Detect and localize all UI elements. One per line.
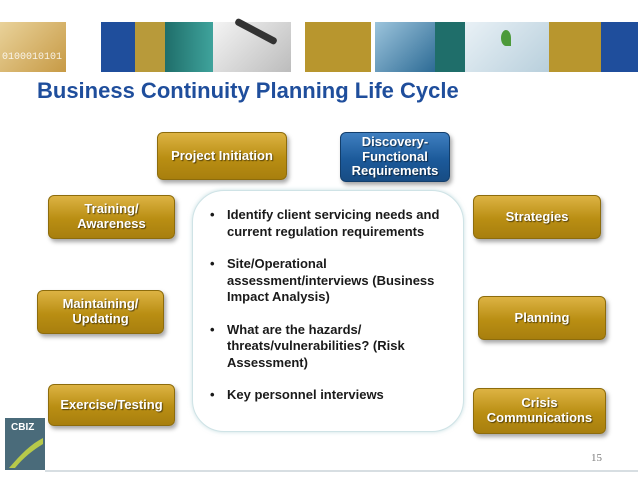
logo-swoosh-icon [9,438,43,468]
banner-block [601,22,638,72]
list-item: •Site/Operational assessment/interviews … [210,256,435,304]
banner-block [305,22,371,72]
crisis-communications-box: Crisis Communications [473,388,606,434]
project-initiation-box: Project Initiation [157,132,287,180]
strategies-box: Strategies [473,195,601,239]
banner-block [549,22,601,72]
discovery-functional-requirements-box: Discovery- Functional Requirements [340,132,450,182]
page-number: 15 [591,452,602,464]
planning-box: Planning [478,296,606,340]
binary-code-image: 0100010101 [0,22,66,72]
cbiz-logo: CBIZ [5,418,45,470]
training-awareness-box: Training/ Awareness [48,195,175,239]
banner-block [135,22,165,72]
page-title: Business Continuity Planning Life Cycle [37,78,459,103]
hands-with-seedling-image [465,22,549,72]
list-item: •Identify client servicing needs and cur… [210,207,440,239]
footer-divider [45,470,638,472]
exercise-testing-box: Exercise/Testing [48,384,175,426]
document-signing-image [213,17,291,72]
discovery-details-panel: •Identify client servicing needs and cur… [192,190,464,432]
maintaining-updating-box: Maintaining/ Updating [37,290,164,334]
discovery-bullet-list: •Identify client servicing needs and cur… [205,207,445,404]
list-item: •What are the hazards/ threats/vulnerabi… [210,321,405,370]
banner-block [435,22,465,72]
banner-block [101,22,135,72]
banner-block [165,22,213,72]
list-item: •Key personnel interviews [210,387,384,402]
keyboard-image [375,22,435,72]
header-banner: 0100010101 [0,0,638,72]
